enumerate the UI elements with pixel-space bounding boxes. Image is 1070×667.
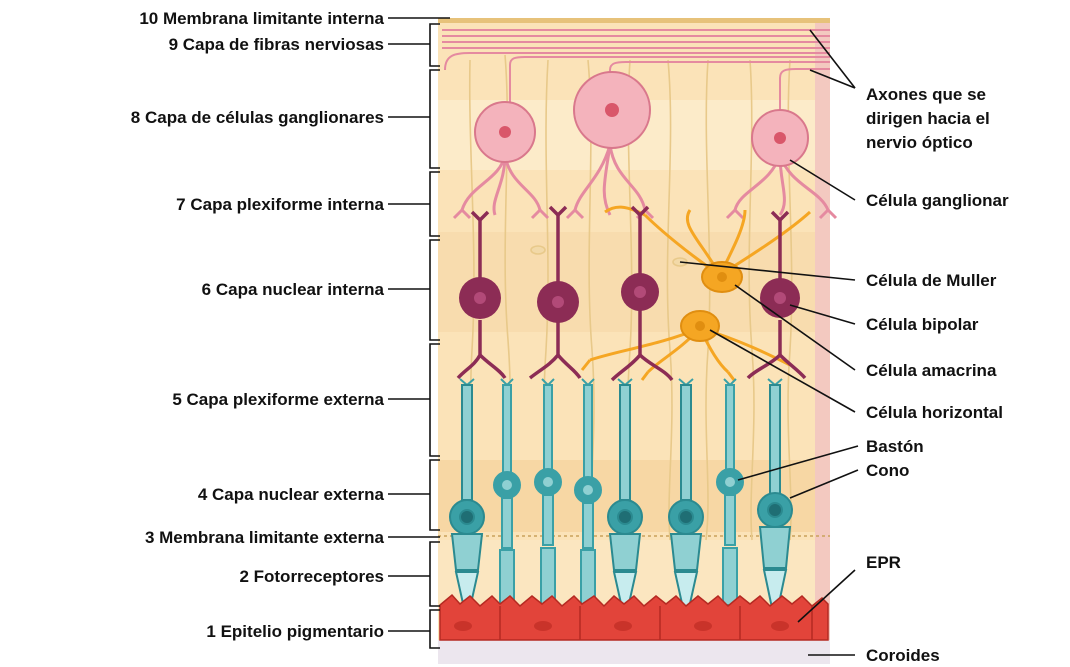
layer-label-7: 7 Capa plexiforme interna (176, 195, 384, 214)
horizontal-cell-label: Célula horizontal (866, 403, 1003, 422)
choroid-label: Coroides (866, 646, 940, 665)
axons-label-line3: nervio óptico (866, 133, 973, 152)
rod-label: Bastón (866, 437, 924, 456)
layer-label-4: 4 Capa nuclear externa (198, 485, 385, 504)
bipolar-cell-label: Célula bipolar (866, 315, 979, 334)
layer-label-2: 2 Fotorreceptores (239, 567, 384, 586)
layer-label-8: 8 Capa de células ganglionares (131, 108, 384, 127)
layer-label-6: 6 Capa nuclear interna (202, 280, 385, 299)
layer-label-1: 1 Epitelio pigmentario (206, 622, 384, 641)
axons-label-line1: Axones que se (866, 85, 986, 104)
layer-label-10: 10 Membrana limitante interna (139, 9, 384, 28)
ganglion-cell-label: Célula ganglionar (866, 191, 1009, 210)
layer-label-3: 3 Membrana limitante externa (145, 528, 385, 547)
cone-label: Cono (866, 461, 909, 480)
choroid-region (438, 640, 830, 664)
layer-label-9: 9 Capa de fibras nerviosas (169, 35, 384, 54)
epr-label: EPR (866, 553, 901, 572)
cell-labels: Axones que se dirigen hacia el nervio óp… (866, 85, 1009, 665)
axons-label-line2: dirigen hacia el (866, 109, 990, 128)
muller-cell-label: Célula de Muller (866, 271, 997, 290)
amacrine-cell-label: Célula amacrina (866, 361, 997, 380)
inner-limiting-membrane (438, 18, 830, 23)
layer-labels: 10 Membrana limitante interna 9 Capa de … (131, 9, 385, 641)
layer-label-5: 5 Capa plexiforme externa (172, 390, 384, 409)
